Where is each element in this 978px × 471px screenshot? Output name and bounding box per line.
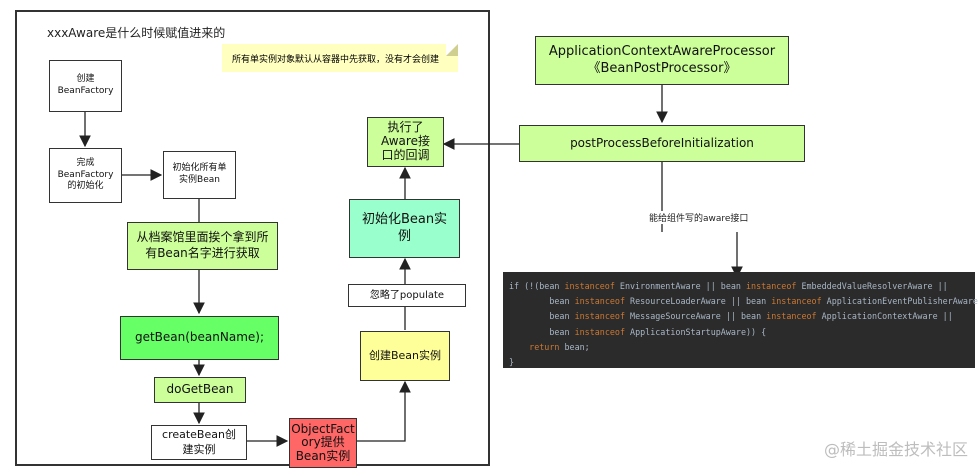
note-fold [446, 44, 458, 56]
node-finish-factory[interactable]: 完成 BeanFactory 的初始化 [49, 148, 122, 203]
node-create-bean[interactable]: createBean创 建实例 [151, 425, 247, 460]
node-aware-callback[interactable]: 执行了 Aware接 口的回调 [367, 117, 444, 167]
node-skip-populate[interactable]: 忽略了populate [348, 284, 466, 307]
diagram-title: xxxAware是什么时候赋值进来的 [47, 26, 226, 40]
code-line: bean instanceof MessageSourceAware || be… [509, 311, 953, 322]
sticky-note: 所有单实例对象默认从容器中先获取，没有才会创建 [222, 44, 458, 72]
node-create-factory[interactable]: 创建 BeanFactory [49, 60, 122, 112]
code-line: return bean; [529, 341, 590, 352]
sticky-note-text: 所有单实例对象默认从容器中先获取，没有才会创建 [232, 54, 440, 65]
code-line: } [509, 357, 515, 367]
node-init-bean[interactable]: 初始化Bean实 例 [349, 199, 460, 258]
code-line: bean instanceof ApplicationStartupAware)… [509, 326, 767, 337]
node-init-singletons[interactable]: 初始化所有单 实例Bean [163, 151, 236, 199]
node-processor[interactable]: ApplicationContextAwareProcessor 《BeanPo… [535, 36, 789, 85]
node-get-bean[interactable]: getBean(beanName); [120, 316, 279, 360]
code-line: if (!(bean instanceof EnvironmentAware |… [509, 281, 948, 291]
code-line: bean instanceof ResourceLoaderAware || b… [509, 296, 978, 307]
node-object-factory[interactable]: ObjectFact ory提供 Bean实例 [289, 418, 357, 468]
node-create-instance[interactable]: 创建Bean实例 [360, 331, 450, 381]
node-method[interactable]: postProcessBeforeInitialization [519, 125, 805, 162]
node-get-names[interactable]: 从档案馆里面挨个拿到所 有Bean名字进行获取 [127, 222, 278, 270]
watermark: @稀土掘金技术社区 [823, 440, 968, 459]
edge-factory-to-createinstance [357, 380, 411, 442]
edge-label-aware: 能给组件写的aware接口 [649, 211, 749, 224]
code-snippet: if (!(bean instanceof EnvironmentAware |… [503, 272, 978, 368]
node-do-get-bean[interactable]: doGetBean [154, 377, 246, 403]
